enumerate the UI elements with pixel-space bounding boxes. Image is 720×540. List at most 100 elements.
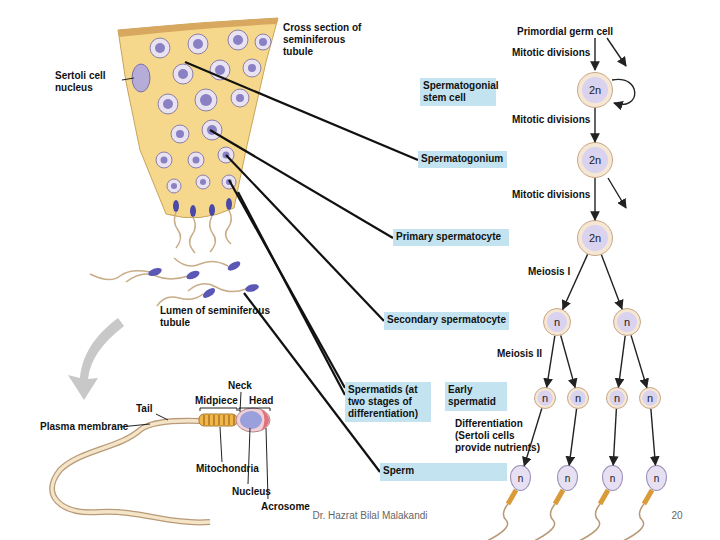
division-arrow <box>594 178 595 220</box>
division-arrow <box>601 255 622 309</box>
part-label: Meiosis I <box>528 266 608 278</box>
cell-circle: n <box>606 387 628 409</box>
illustration-path <box>200 408 237 411</box>
illustration-path <box>188 284 246 292</box>
illustration-circle <box>171 183 177 189</box>
illustration-ellipse <box>147 266 163 277</box>
illustration-path <box>480 504 508 540</box>
part-label: Head <box>249 395 289 407</box>
illustration-ellipse <box>226 259 242 272</box>
illustration-circle <box>236 94 244 102</box>
stage-name: Spermatids (at two stages of differentia… <box>348 384 428 420</box>
division-arrow <box>618 336 625 387</box>
ploidy-label: n <box>654 473 660 484</box>
illustration-circle <box>196 175 210 189</box>
illustration-circle <box>176 130 184 138</box>
illustration-line <box>156 414 168 420</box>
division-arrow <box>651 409 656 465</box>
illustration-path <box>68 318 124 400</box>
part-label: Mitochondria <box>196 463 276 475</box>
illustration-g <box>120 392 270 499</box>
illustration-circle <box>195 89 217 111</box>
illustration-path <box>226 210 232 244</box>
illustration-line <box>122 78 134 80</box>
part-label: Mitotic divisions <box>512 189 622 201</box>
illustration-g <box>204 415 234 425</box>
stage-box: Early spermatid <box>445 382 507 411</box>
division-arrow <box>569 409 576 465</box>
illustration-line <box>218 415 219 425</box>
illustration-g <box>90 210 246 306</box>
sperm-cell: n <box>646 465 667 491</box>
part-label: Plasma membrane <box>40 421 130 433</box>
illustration-ellipse <box>226 198 232 210</box>
ploidy-label: n <box>518 473 524 484</box>
cell-circle: n <box>534 387 556 409</box>
footer-text: 20 <box>662 510 692 522</box>
stage-box: Secondary spermatocyte <box>384 312 509 330</box>
illustration-circle <box>155 43 165 53</box>
illustration-circle <box>188 34 208 54</box>
division-arrow <box>524 409 542 466</box>
illustration-circle <box>243 59 261 77</box>
illustration-g <box>480 504 644 540</box>
illustration-path <box>157 294 203 306</box>
illustration-g <box>147 259 259 299</box>
cell-circle: n <box>543 308 571 336</box>
part-label: Midpiece <box>195 395 245 407</box>
illustration-line <box>607 38 626 66</box>
illustration-line <box>185 62 418 160</box>
part-label: Primordial germ cell <box>517 26 647 38</box>
part-label: Acrosome <box>261 501 321 513</box>
illustration-path <box>174 258 228 266</box>
illustration-line <box>203 415 204 425</box>
illustration-circle <box>248 64 256 72</box>
stage-name: Spermatogonium <box>421 153 504 165</box>
illustration-line <box>210 130 393 238</box>
illustration-line <box>238 192 345 395</box>
illustration-path <box>572 504 600 540</box>
illustration-path <box>52 421 210 523</box>
stage-box: Sperm <box>380 463 507 481</box>
stage-name: Primary spermatocyte <box>396 231 506 243</box>
illustration-line <box>228 415 229 425</box>
illustration-line <box>220 427 222 462</box>
ploidy-label: n <box>575 392 581 404</box>
illustration-line <box>226 155 384 321</box>
part-label: Tail <box>136 403 166 415</box>
stage-box: Primary spermatocyte <box>393 229 509 246</box>
illustration-circle <box>215 65 225 75</box>
illustration-g <box>150 30 271 193</box>
illustration-g <box>480 490 652 540</box>
ploidy-label: n <box>565 473 571 484</box>
stage-box: Spermatogonium <box>418 151 507 168</box>
stage-name: Early spermatid <box>448 384 504 408</box>
illustration-path <box>508 490 516 504</box>
part-label: Sertoli cell nucleus <box>55 70 127 94</box>
illustration-ellipse <box>132 64 150 92</box>
illustration-circle <box>193 39 203 49</box>
illustration-ellipse <box>236 408 270 432</box>
illustration-circle <box>171 125 189 143</box>
illustration-g <box>155 35 267 189</box>
illustration-circle <box>161 157 168 164</box>
sperm-cell: n <box>510 465 531 491</box>
illustration-path <box>527 504 555 540</box>
ploidy-label: n <box>610 473 616 484</box>
illustration-circle <box>231 89 249 107</box>
illustration-circle <box>233 35 243 45</box>
illustration-line <box>223 415 224 425</box>
illustration-path <box>555 490 563 504</box>
illustration-path <box>239 408 270 411</box>
illustration-ellipse <box>185 269 201 281</box>
illustration-g <box>173 198 232 217</box>
ploidy-label: n <box>624 316 630 328</box>
part-label: Meiosis II <box>497 348 577 360</box>
cell-circle: n <box>567 387 589 409</box>
illustration-ellipse <box>244 283 259 293</box>
illustration-path <box>174 212 180 248</box>
cell-circle: n <box>639 387 661 409</box>
cell-circle: 2n <box>577 72 613 108</box>
